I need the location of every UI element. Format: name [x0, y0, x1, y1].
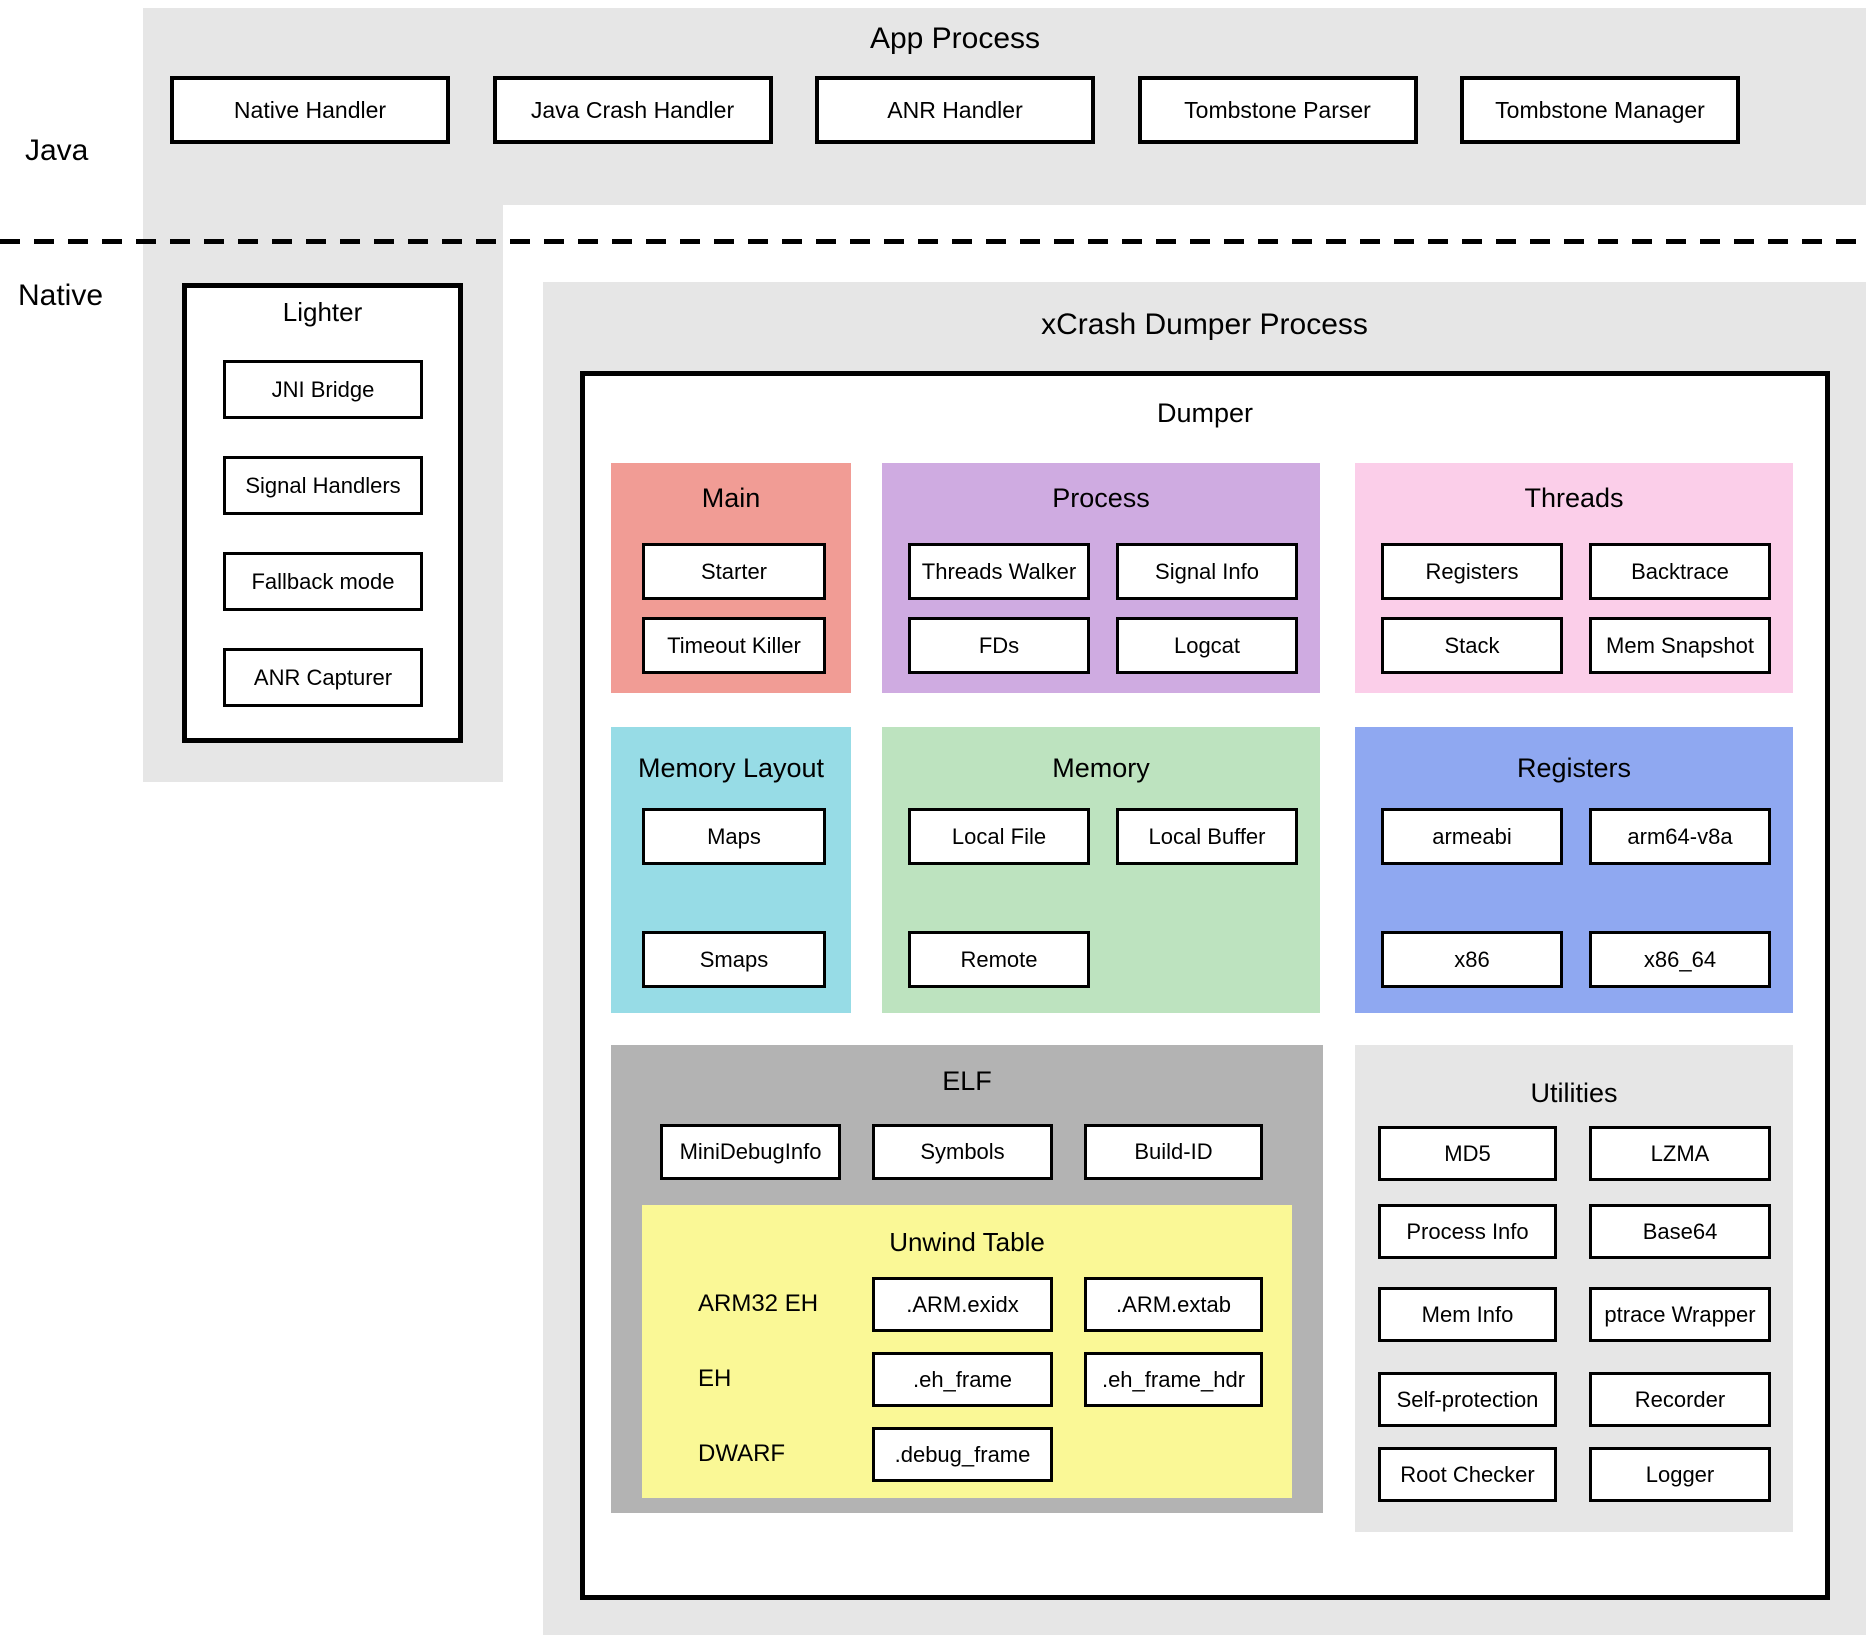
- self-protection-box: Self-protection: [1378, 1372, 1557, 1427]
- eh-frame-box: .eh_frame: [872, 1352, 1053, 1407]
- logcat-box: Logcat: [1116, 617, 1298, 674]
- section-memory-title: Memory: [1052, 753, 1150, 783]
- build-id-box: Build-ID: [1084, 1124, 1263, 1180]
- logger-box: Logger: [1589, 1447, 1771, 1502]
- anr-handler-box: ANR Handler: [815, 76, 1095, 144]
- process-info-box: Process Info: [1378, 1204, 1557, 1259]
- minidebuginfo-box: MiniDebugInfo: [660, 1124, 841, 1180]
- fallback-mode-box: Fallback mode: [223, 552, 423, 611]
- anr-capturer-box: ANR Capturer: [223, 648, 423, 707]
- arm64-v8a-box: arm64-v8a: [1589, 808, 1771, 865]
- xcrash-dumper-title: xCrash Dumper Process: [1041, 308, 1368, 341]
- java-crash-handler-box: Java Crash Handler: [492, 76, 773, 144]
- unwind-table-title: Unwind Table: [889, 1227, 1045, 1257]
- local-buffer-box: Local Buffer: [1116, 808, 1298, 865]
- debug-frame-box: .debug_frame: [872, 1427, 1053, 1482]
- mem-snapshot-box: Mem Snapshot: [1589, 617, 1771, 674]
- tombstone-manager-box: Tombstone Manager: [1460, 76, 1740, 144]
- arm-extab-box: .ARM.extab: [1084, 1277, 1263, 1332]
- section-main-title: Main: [701, 483, 761, 513]
- signal-info-box: Signal Info: [1116, 543, 1298, 600]
- eh-label: EH: [698, 1365, 732, 1392]
- local-file-box: Local File: [908, 808, 1090, 865]
- section-process-title: Process: [1052, 483, 1150, 513]
- native-layer-label: Native: [18, 279, 104, 312]
- threads-walker-box: Threads Walker: [908, 543, 1090, 600]
- timeout-killer-box: Timeout Killer: [642, 617, 826, 674]
- unwind-table-panel: Unwind Table: [642, 1205, 1292, 1498]
- section-threads-title: Threads: [1524, 483, 1624, 513]
- arm-exidx-box: .ARM.exidx: [872, 1277, 1053, 1332]
- smaps-box: Smaps: [642, 931, 826, 988]
- java-layer-label: Java: [25, 134, 89, 167]
- recorder-box: Recorder: [1589, 1372, 1771, 1427]
- starter-box: Starter: [642, 543, 826, 600]
- signal-handlers-box: Signal Handlers: [223, 456, 423, 515]
- registers-box: Registers: [1381, 543, 1563, 600]
- section-registers-title: Registers: [1516, 753, 1632, 783]
- x86-box: x86: [1381, 931, 1563, 988]
- fds-box: FDs: [908, 617, 1090, 674]
- md5-box: MD5: [1378, 1126, 1557, 1181]
- dwarf-label: DWARF: [698, 1440, 786, 1467]
- section-memory: Memory: [882, 727, 1320, 1013]
- tombstone-parser-box: Tombstone Parser: [1137, 76, 1418, 144]
- section-memory-layout-title: Memory Layout: [637, 753, 825, 783]
- remote-box: Remote: [908, 931, 1090, 988]
- symbols-box: Symbols: [872, 1124, 1053, 1180]
- ptrace-wrapper-box: ptrace Wrapper: [1589, 1287, 1771, 1342]
- java-native-divider: [0, 239, 1866, 244]
- lighter-title: Lighter: [282, 297, 363, 327]
- mem-info-box: Mem Info: [1378, 1287, 1557, 1342]
- jni-bridge-box: JNI Bridge: [223, 360, 423, 419]
- section-elf-title: ELF: [942, 1066, 992, 1096]
- x86-64-box: x86_64: [1589, 931, 1771, 988]
- base64-box: Base64: [1589, 1204, 1771, 1259]
- root-checker-box: Root Checker: [1378, 1447, 1557, 1502]
- app-process-title: App Process: [869, 22, 1041, 55]
- native-handler-box: Native Handler: [170, 76, 450, 144]
- arm32-eh-label: ARM32 EH: [698, 1290, 819, 1317]
- dumper-title: Dumper: [1156, 398, 1254, 428]
- section-utilities-title: Utilities: [1530, 1078, 1618, 1108]
- eh-frame-hdr-box: .eh_frame_hdr: [1084, 1352, 1263, 1407]
- backtrace-box: Backtrace: [1589, 543, 1771, 600]
- armeabi-box: armeabi: [1381, 808, 1563, 865]
- stack-box: Stack: [1381, 617, 1563, 674]
- maps-box: Maps: [642, 808, 826, 865]
- lzma-box: LZMA: [1589, 1126, 1771, 1181]
- app-process-handler-row: Native Handler Java Crash Handler ANR Ha…: [170, 76, 1740, 144]
